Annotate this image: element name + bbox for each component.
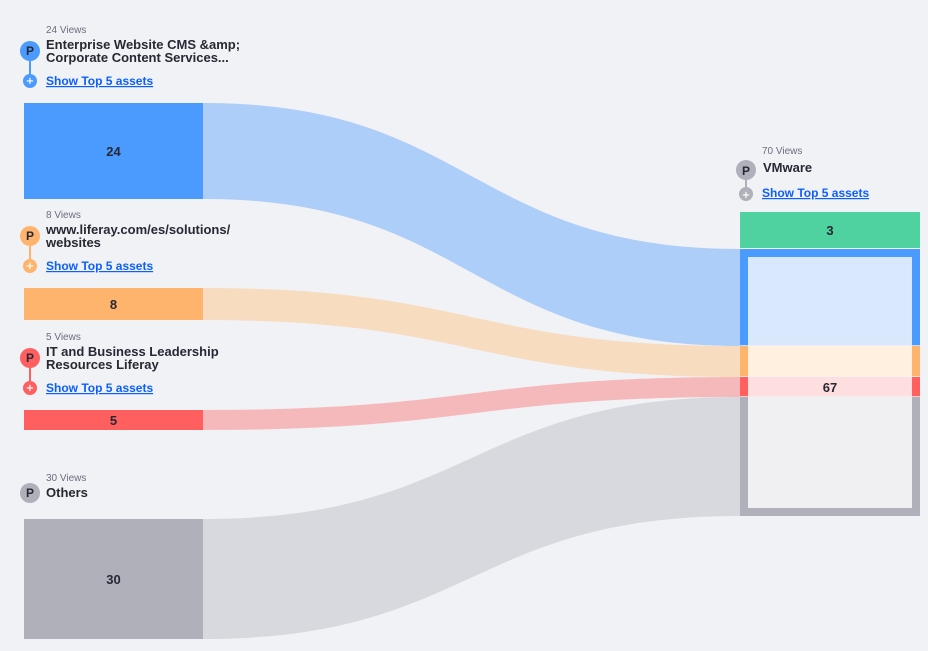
target-segment-enterprise[interactable]: [748, 257, 912, 346]
expand-icon[interactable]: [23, 259, 37, 273]
expand-icon[interactable]: [23, 74, 37, 88]
source-title-it-business: Resources Liferay: [46, 357, 159, 372]
views-label-it-business: 5 Views: [46, 332, 81, 343]
badge-letter: P: [26, 486, 34, 500]
show-top-assets-link-enterprise[interactable]: Show Top 5 assets: [46, 74, 153, 88]
badge-letter: P: [26, 229, 34, 243]
views-label-liferay-es: 8 Views: [46, 210, 81, 221]
bar-enterprise[interactable]: [24, 103, 203, 199]
expand-icon[interactable]: [23, 381, 37, 395]
plus-icon: +: [26, 383, 34, 394]
badge-it-business: [20, 348, 40, 368]
badge-others: [20, 483, 40, 503]
source-title-it-business: IT and Business Leadership: [46, 344, 219, 359]
bar-liferay-es[interactable]: [24, 288, 203, 320]
views-label-others: 30 Views: [46, 473, 86, 484]
target-direct-bar[interactable]: [740, 212, 920, 248]
views-label-enterprise: 24 Views: [46, 25, 86, 36]
plus-icon: +: [26, 76, 34, 87]
target-title: VMware: [763, 160, 812, 175]
source-title-liferay-es: websites: [45, 235, 101, 250]
expand-icon[interactable]: [739, 187, 753, 201]
bar-others[interactable]: [24, 519, 203, 639]
target-sources-value: 67: [823, 380, 837, 395]
badge-letter: P: [742, 164, 750, 178]
source-title-others: Others: [46, 485, 88, 500]
show-top-assets-link-liferay-es[interactable]: Show Top 5 assets: [46, 259, 153, 273]
flow-liferay-es: [203, 288, 740, 377]
target-segment-others[interactable]: [748, 397, 912, 508]
target-segment-it-business[interactable]: [748, 377, 912, 397]
bar-value-others: 30: [106, 572, 120, 587]
source-title-liferay-es: www.liferay.com/es/solutions/: [45, 222, 231, 237]
bar-it-business[interactable]: [24, 410, 203, 430]
flow-others: [203, 397, 740, 639]
source-title-enterprise: Enterprise Website CMS &amp;: [46, 37, 240, 52]
flow-enterprise: [203, 103, 740, 346]
target-direct-value: 3: [826, 223, 833, 238]
badge-letter: P: [26, 351, 34, 365]
plus-icon: +: [26, 261, 34, 272]
target-segment-liferay-es[interactable]: [748, 346, 912, 377]
show-top-assets-link-target[interactable]: Show Top 5 assets: [762, 186, 869, 200]
bar-value-enterprise: 24: [106, 144, 121, 159]
badge-liferay-es: [20, 226, 40, 246]
flow-it-business: [203, 377, 740, 430]
bar-value-liferay-es: 8: [110, 297, 117, 312]
target-badge: [736, 160, 756, 180]
bar-value-it-business: 5: [110, 413, 117, 428]
plus-icon: +: [742, 190, 750, 201]
badge-letter: P: [26, 44, 34, 58]
source-title-enterprise: Corporate Content Services...: [46, 50, 229, 65]
target-views-label: 70 Views: [762, 146, 802, 157]
badge-enterprise: [20, 41, 40, 61]
show-top-assets-link-it-business[interactable]: Show Top 5 assets: [46, 381, 153, 395]
